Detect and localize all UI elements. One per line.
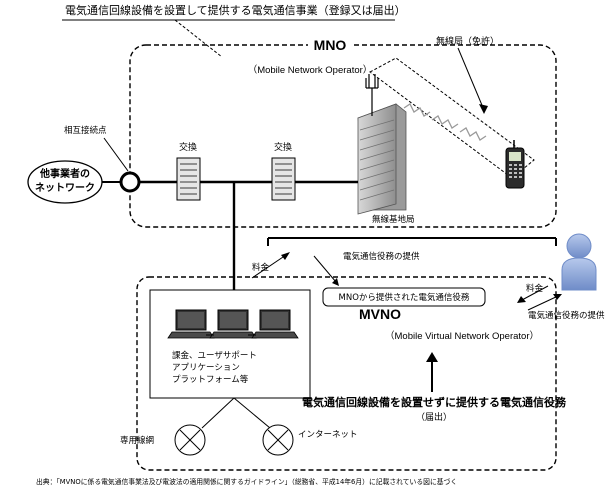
exchange-2-server-icon	[272, 158, 295, 200]
mvno-functions-line3: プラットフォーム等	[172, 374, 249, 385]
base-station-label: 無線基地局	[372, 214, 415, 225]
other-network-line2: ネットワーク	[35, 182, 95, 194]
base-station-building	[358, 104, 406, 214]
antenna-icon	[366, 74, 378, 116]
internet-label: インターネット	[298, 430, 358, 440]
bottom-label-line1: 電気通信回線設備を設置せずに提供する電気通信役務	[302, 395, 567, 409]
mno-service-text: MNOから提供された電気通信役務	[339, 292, 470, 303]
exchange-1-label: 交換	[179, 141, 197, 153]
mvno-title: MVNO	[359, 306, 401, 322]
bottom-label-line2: （届出）	[416, 411, 452, 423]
fee-left-arrowhead	[281, 252, 290, 260]
other-network-line1: 他事業者の	[39, 167, 90, 180]
internet-link	[234, 398, 270, 428]
service-provision-right-label: 電気通信役務の提供	[528, 310, 605, 321]
leased-line-link	[202, 398, 234, 428]
bottom-up-arrowhead	[426, 352, 438, 362]
service-down-arrow	[314, 256, 336, 282]
exchange-1-server-icon	[177, 158, 200, 200]
mvno-subtitle: （Mobile Virtual Network Operator）	[385, 330, 539, 342]
internet-network-icon	[263, 425, 293, 455]
mno-subtitle: （Mobile Network Operator）	[248, 64, 373, 76]
fee-right-label: 料金	[526, 283, 544, 294]
interconnection-point-label: 相互接続点	[64, 125, 107, 136]
network-trunk	[139, 182, 358, 290]
wireless-station-arrowhead	[479, 104, 488, 114]
other-network-cloud	[28, 161, 102, 203]
service-provision-bracket	[268, 238, 556, 246]
service-provision-top-label: 電気通信役務の提供	[343, 251, 420, 262]
mno-title: MNO	[314, 37, 347, 53]
leased-line-label: 専用線網	[120, 435, 154, 446]
mvno-functions-line2: アプリケーション	[172, 363, 240, 373]
wireless-station-label: 無線局（免許）	[436, 35, 499, 47]
user-icon	[562, 234, 596, 290]
leased-line-network-icon	[175, 425, 205, 455]
interconnection-point-node	[121, 173, 139, 191]
exchange-2-label: 交換	[274, 141, 292, 153]
wireless-station-pointer	[458, 48, 484, 110]
source-footer: 出典：「MVNOに係る電気通信事業法及び電波法の適用関係に関するガイドライン」（…	[36, 477, 457, 486]
fee-right-arrowhead	[517, 296, 526, 303]
top-title-pointer	[175, 20, 222, 57]
service-right-arrow	[528, 296, 558, 310]
mvno-functions-line1: 課金、ユーザサポート	[172, 350, 257, 361]
service-right-arrowhead	[553, 294, 562, 300]
top-title: 電気通信回線設備を設置して提供する電気通信事業（登録又は届出）	[65, 3, 406, 17]
radio-waves	[404, 104, 486, 140]
mobile-phone-icon	[506, 140, 524, 188]
interconnection-pointer	[104, 138, 128, 171]
